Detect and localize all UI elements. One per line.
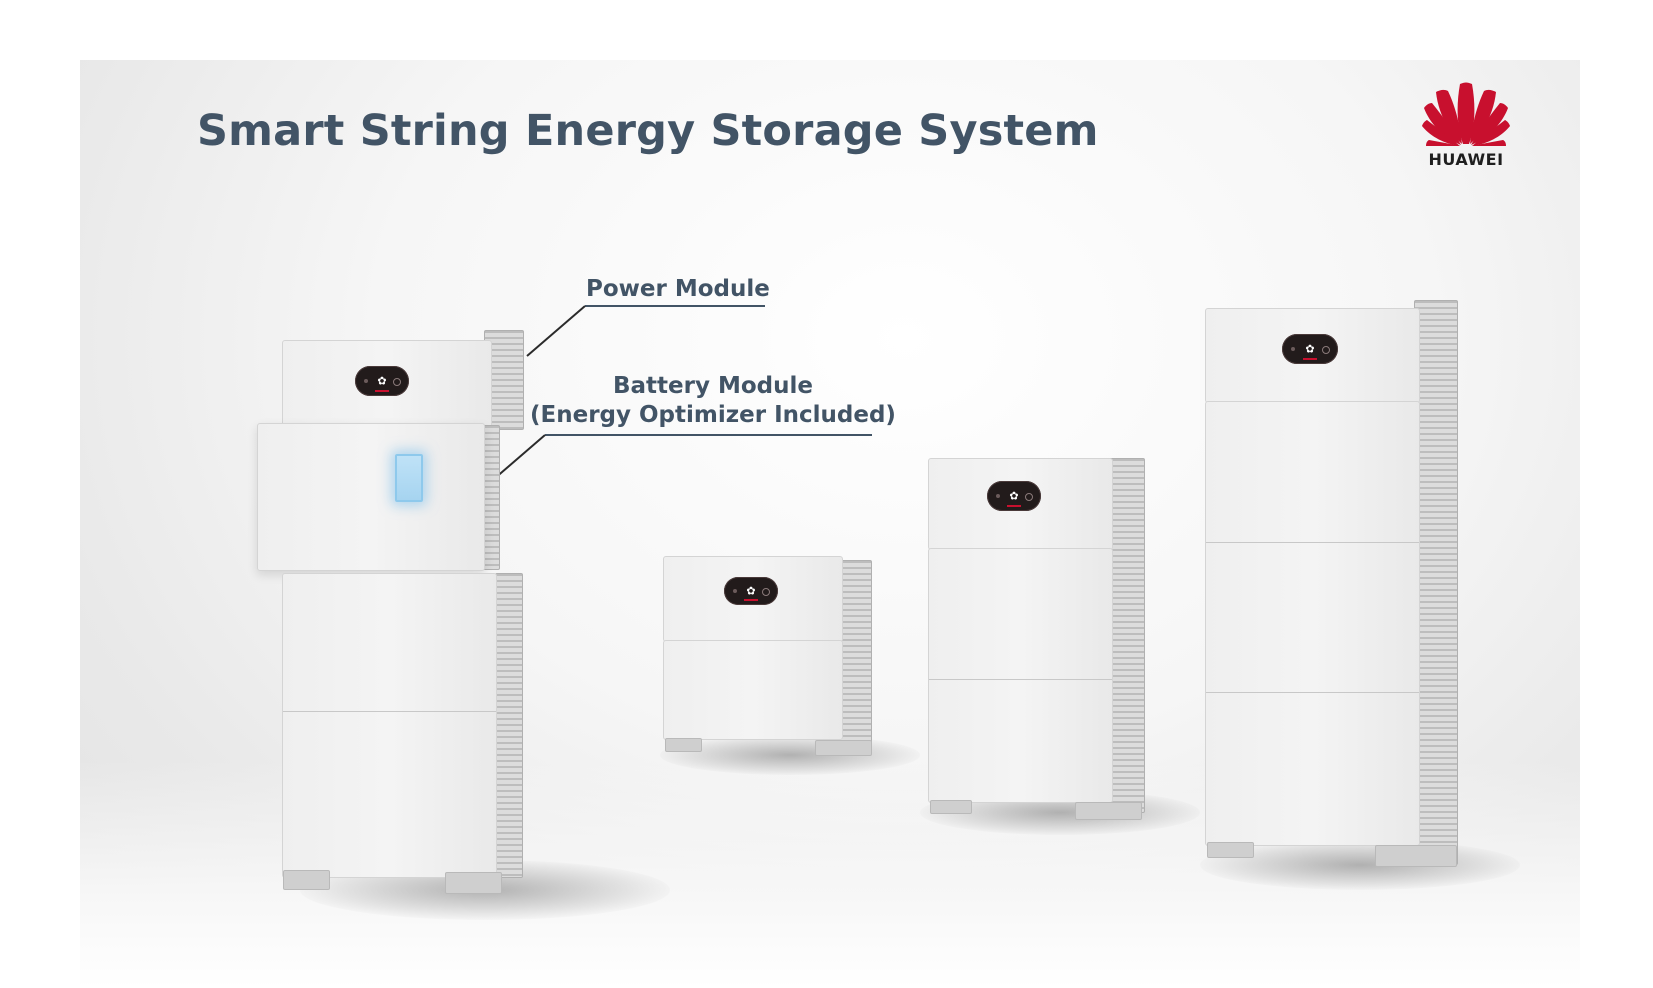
huawei-mark-icon: ✿ xyxy=(1305,342,1315,356)
power-module: ✿ xyxy=(282,340,492,432)
battery-stack xyxy=(282,573,497,878)
battery-module-label: Battery Module (Energy Optimizer Include… xyxy=(530,372,896,430)
power-module-underline xyxy=(585,305,765,307)
display-ring xyxy=(762,588,770,596)
side-fins xyxy=(1414,300,1458,865)
module-seam xyxy=(1206,542,1419,543)
display-ring xyxy=(1025,493,1033,501)
module-seam xyxy=(283,711,496,712)
display-dot xyxy=(364,379,368,383)
huawei-mark-icon: ✿ xyxy=(377,374,387,388)
module-seam xyxy=(929,679,1112,680)
unit-shadow xyxy=(660,735,920,775)
side-fins xyxy=(495,573,523,878)
display-redbar xyxy=(744,599,758,601)
power-module: ✿ xyxy=(1205,308,1420,403)
display-panel: ✿ xyxy=(987,481,1041,511)
power-module: ✿ xyxy=(663,556,843,642)
module-seam xyxy=(1206,692,1419,693)
status-led-indicator xyxy=(395,454,423,502)
display-redbar xyxy=(375,390,389,392)
battery-module-pulled-out xyxy=(257,423,485,571)
base-foot xyxy=(815,740,872,756)
brand-name: HUAWEI xyxy=(1428,150,1504,169)
huawei-mark-icon: ✿ xyxy=(1009,489,1019,503)
display-panel: ✿ xyxy=(355,366,409,396)
display-dot xyxy=(996,494,1000,498)
base-foot xyxy=(1375,845,1457,867)
power-module: ✿ xyxy=(928,458,1113,550)
display-redbar xyxy=(1303,358,1317,360)
base-foot xyxy=(283,870,330,890)
display-dot xyxy=(733,589,737,593)
page-title: Smart String Energy Storage System xyxy=(197,106,1099,156)
battery-module-underline xyxy=(545,434,872,436)
brand-logo: HUAWEI xyxy=(1418,80,1514,172)
display-panel: ✿ xyxy=(1282,334,1338,364)
display-ring xyxy=(393,378,401,386)
base-foot xyxy=(1207,842,1254,858)
base-foot xyxy=(665,738,702,752)
display-dot xyxy=(1291,347,1295,351)
display-ring xyxy=(1322,346,1330,354)
huawei-mark-icon: ✿ xyxy=(746,584,756,598)
battery-module-label-line2: (Energy Optimizer Included) xyxy=(530,402,896,428)
base-foot xyxy=(930,800,972,814)
battery-module-label-line1: Battery Module xyxy=(612,373,813,399)
base-foot xyxy=(1075,802,1142,820)
display-panel: ✿ xyxy=(724,577,778,605)
power-module-label: Power Module xyxy=(586,276,770,302)
battery-stack xyxy=(1205,401,1420,846)
base-foot xyxy=(445,872,502,894)
battery-module xyxy=(663,640,843,740)
battery-stack xyxy=(928,548,1113,803)
huawei-flower-logo-icon xyxy=(1422,82,1510,146)
display-redbar xyxy=(1007,505,1021,507)
